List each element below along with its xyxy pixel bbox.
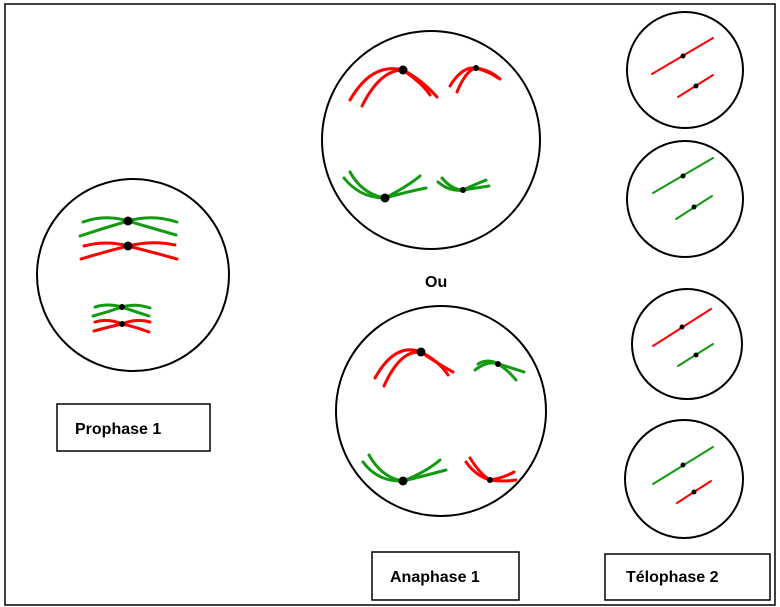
anaphase-a-green-large (342, 170, 428, 203)
anaphase-b-green-large (361, 453, 448, 486)
telophase-label-box: Télophase 2 (604, 553, 771, 601)
telophase-label: Télophase 2 (626, 569, 719, 586)
anaphase-cell-option-a (321, 30, 541, 250)
telophase-cell-4 (624, 419, 744, 539)
prophase-large-bivalent (78, 216, 179, 261)
anaphase-b-red-small (464, 456, 518, 483)
anaphase-a-green-small (436, 176, 491, 193)
anaphase-cell-option-b (335, 305, 547, 517)
prophase-label: Prophase 1 (75, 421, 161, 438)
telophase-cell-2 (626, 140, 744, 258)
anaphase-label: Anaphase 1 (390, 569, 480, 586)
anaphase-cell-b-membrane (335, 305, 547, 517)
prophase-small-bivalent (91, 303, 152, 334)
prophase-cell (36, 178, 230, 372)
anaphase-b-green-small (473, 359, 526, 382)
anaphase-a-red-small (448, 65, 502, 94)
telophase-cell-3 (631, 288, 743, 400)
telophase-cell-1 (626, 11, 744, 129)
or-label: Ou (425, 274, 447, 291)
anaphase-label-box: Anaphase 1 (371, 551, 520, 601)
diagram-frame (4, 3, 776, 606)
anaphase-a-red-large (348, 65, 439, 108)
prophase-label-box: Prophase 1 (56, 403, 211, 452)
prophase-cell-membrane (36, 178, 230, 372)
anaphase-cell-a-membrane (321, 30, 541, 250)
anaphase-b-red-large (373, 347, 455, 388)
